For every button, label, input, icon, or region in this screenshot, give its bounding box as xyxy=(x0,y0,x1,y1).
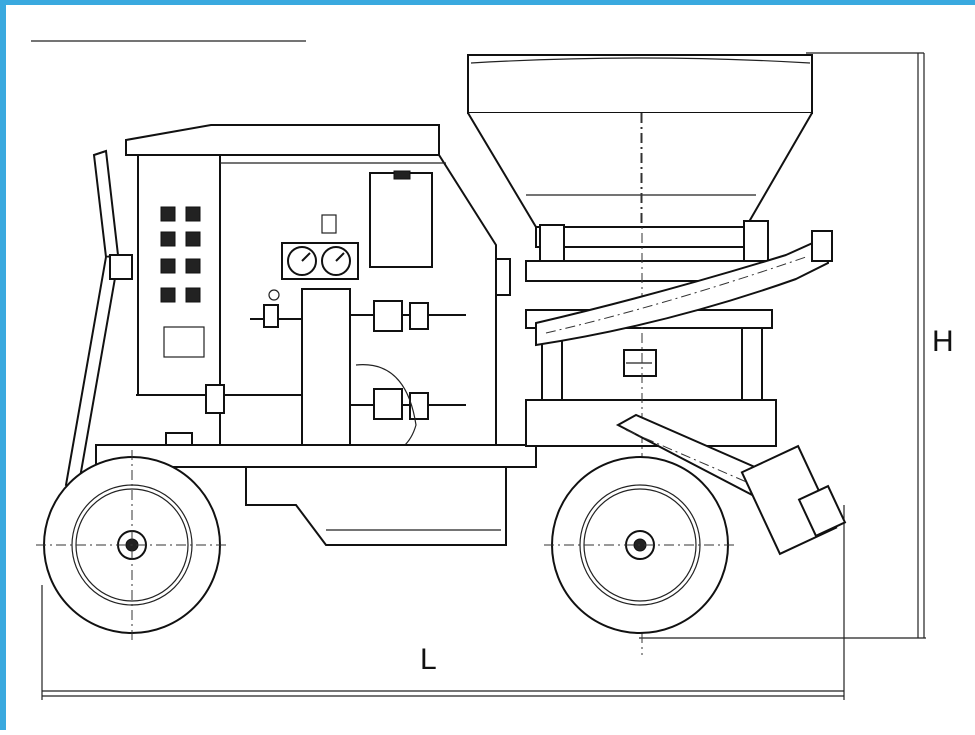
height-label: H xyxy=(932,325,954,358)
control-panel-buttons xyxy=(160,206,201,303)
control-cabinet xyxy=(125,124,497,446)
electrical-box xyxy=(369,172,433,268)
height-dimension: H xyxy=(639,52,954,639)
chassis xyxy=(95,444,537,546)
discharge-outlet xyxy=(615,413,847,556)
material-hose xyxy=(535,235,830,347)
length-label: L xyxy=(420,643,437,676)
length-dimension: L xyxy=(41,505,845,700)
rotor-assembly xyxy=(525,113,777,655)
machine-side-view-drawing: H L xyxy=(31,40,954,700)
front-wheel xyxy=(544,456,736,634)
hopper xyxy=(467,54,813,248)
tow-handle xyxy=(64,149,133,491)
pressure-gauges xyxy=(281,242,359,280)
rear-wheel xyxy=(36,450,228,640)
